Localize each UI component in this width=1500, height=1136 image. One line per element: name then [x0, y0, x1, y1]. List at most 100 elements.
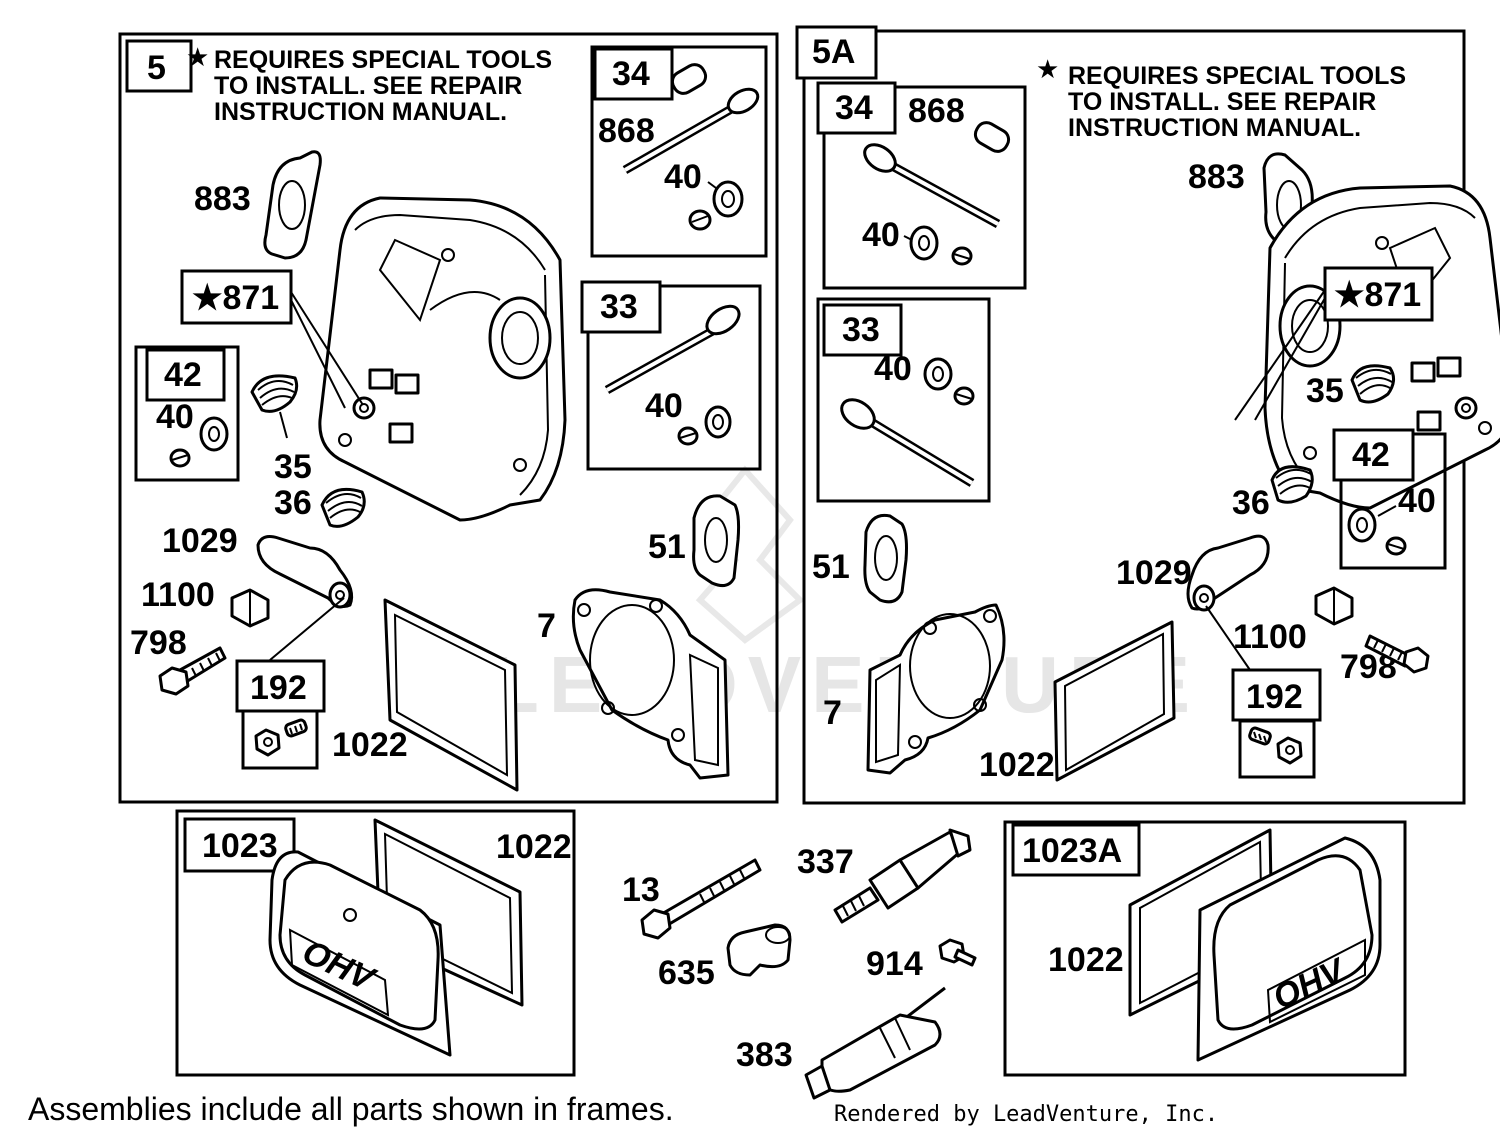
assembly-5A-id-box: [795, 25, 878, 80]
cover-1023-part-1022: 1022: [496, 828, 572, 866]
nut-icon: [254, 728, 281, 757]
valve-icon: [863, 143, 1001, 228]
assembly-5A-note-line-2: TO INSTALL. SEE REPAIR: [1068, 88, 1376, 116]
assembly-5-part-868: 868: [598, 112, 655, 150]
valve-cover-1023A-icon: [1196, 836, 1382, 1062]
assembly-5-sub-34-id: 34: [612, 55, 650, 93]
assembly-5-sub-42-id: 42: [164, 356, 202, 394]
assembly-5A-part-1100: 1100: [1233, 618, 1307, 656]
rocker-stud-1100-icon: [1314, 586, 1354, 626]
assembly-5-part-871: ★871: [192, 279, 279, 317]
valve-keeper-icon: [951, 246, 973, 266]
rocker-arm-1029-icon: [1186, 534, 1270, 612]
assembly-5-id: 5: [147, 49, 166, 87]
part-635: 635: [658, 954, 715, 992]
valve-keeper-icon: [677, 426, 699, 446]
footer-note: Assemblies include all parts shown in fr…: [28, 1091, 674, 1127]
assembly-5-sub-33-id: 33: [600, 288, 638, 326]
screw-914-icon: [938, 938, 977, 967]
assembly-5A-note-line-1: REQUIRES SPECIAL TOOLS: [1068, 62, 1406, 90]
spring-retainer-40-icon: [199, 416, 229, 452]
cover-1023A-id-box: [1011, 823, 1141, 877]
cover-1023-frame: [175, 809, 576, 1077]
assembly-5A-part-1029: 1029: [1116, 554, 1192, 592]
head-gasket-7-icon: [571, 588, 730, 780]
assembly-5A-note-star: ★: [1036, 55, 1059, 85]
assembly-5-part-871-box: [180, 269, 293, 325]
spring-retainer-40-icon: [704, 405, 732, 439]
assembly-5A-sub-34-frame: [822, 85, 1027, 290]
valve-keeper-icon: [169, 448, 191, 468]
assembly-5A-part-871-box: [1323, 266, 1434, 322]
assembly-5-part-36: 36: [274, 484, 312, 522]
part-13: 13: [622, 871, 660, 909]
spring-retainer-40-icon: [923, 357, 953, 391]
assembly-5A-part-192: 192: [1246, 678, 1303, 716]
assembly-5-sub-34-id-box: [593, 47, 674, 101]
assembly-5-sub-34-frame: [590, 45, 768, 258]
spring-retainer-40-icon: [903, 225, 939, 261]
breather-tube-635-icon: [726, 923, 792, 977]
assembly-5-note-line-3: INSTRUCTION MANUAL.: [214, 98, 507, 126]
nut-icon: [1276, 736, 1303, 765]
assembly-5A-sub-42-id: 42: [1352, 436, 1390, 474]
assembly-5-part-35: 35: [274, 448, 312, 486]
rocker-stud-1100-icon: [230, 588, 270, 628]
rendered-by-credit: Rendered by LeadVenture, Inc.: [834, 1102, 1218, 1127]
rocker-arm-1029-icon: [256, 535, 354, 609]
part-914: 914: [866, 945, 923, 983]
assembly-5-sub-192-frame: [241, 709, 319, 770]
valve-cover-gasket-1022-icon: [383, 598, 519, 792]
valve-spring-36-icon: [1270, 465, 1314, 504]
cover-1023-id: 1023: [202, 827, 278, 865]
assembly-5-sub-33-id-box: [580, 280, 662, 334]
assembly-5-part-192: 192: [250, 669, 307, 707]
cover-1023A-id: 1023A: [1022, 832, 1122, 870]
valve-icon: [840, 398, 975, 487]
assembly-5A-part-51: 51: [812, 548, 850, 586]
set-screw-icon: [1248, 726, 1272, 746]
assembly-5-part-1022: 1022: [332, 726, 408, 764]
assembly-5A-sub-34-id: 34: [835, 89, 873, 127]
assembly-5-note-line-2: TO INSTALL. SEE REPAIR: [214, 72, 522, 100]
spark-plug-337-icon: [833, 828, 972, 924]
assembly-5A-note-line-3: INSTRUCTION MANUAL.: [1068, 114, 1361, 142]
exhaust-gasket-883-icon: [263, 150, 322, 260]
assembly-5-sub-42-part-40: 40: [156, 398, 194, 436]
assembly-5A-part-871: ★871: [1334, 276, 1421, 314]
assembly-5-part-1029: 1029: [162, 522, 238, 560]
assembly-5-sub-33-part-40: 40: [645, 387, 683, 425]
part-337: 337: [797, 843, 854, 881]
assembly-5A-sub-33-id: 33: [842, 311, 880, 349]
spring-retainer-40-icon: [707, 180, 744, 218]
assembly-5A-sub-33-frame: [816, 297, 991, 503]
valve-spring-35-icon: [1350, 364, 1395, 404]
valve-keeper-icon: [688, 209, 712, 231]
assembly-5-frame: [118, 32, 779, 804]
valve-keeper-icon: [1385, 536, 1407, 556]
spring-retainer-40-icon: [1347, 505, 1397, 543]
assembly-5A-part-868: 868: [908, 92, 965, 130]
assembly-5-part-1100: 1100: [141, 576, 215, 614]
assembly-5A-part-883: 883: [1188, 158, 1245, 196]
cover-1023A-part-1022: 1022: [1048, 941, 1124, 979]
valve-cover-1023-icon: [268, 850, 452, 1057]
assembly-5-part-192-box: [235, 659, 326, 713]
head-bolt-13-icon: [640, 858, 762, 940]
bolt-798-icon: [158, 646, 227, 696]
part-383: 383: [736, 1036, 793, 1074]
assembly-5-part-883: 883: [194, 180, 251, 218]
valve-guide-868-icon: [670, 63, 708, 95]
assembly-5A-sub-192-frame: [1238, 719, 1316, 779]
cylinder-head-icon: [318, 196, 567, 522]
assembly-5-part-51: 51: [648, 528, 686, 566]
valve-guide-868-icon: [973, 121, 1011, 153]
valve-icon: [604, 304, 741, 394]
ignition-module-383-icon: [804, 986, 946, 1100]
assembly-5A-sub-42-part-40: 40: [1398, 482, 1436, 520]
assembly-5A-sub-34-part-40: 40: [862, 216, 900, 254]
intake-gasket-51-icon: [863, 513, 908, 604]
set-screw-icon: [284, 718, 308, 738]
assembly-5A-part-7: 7: [823, 694, 842, 732]
